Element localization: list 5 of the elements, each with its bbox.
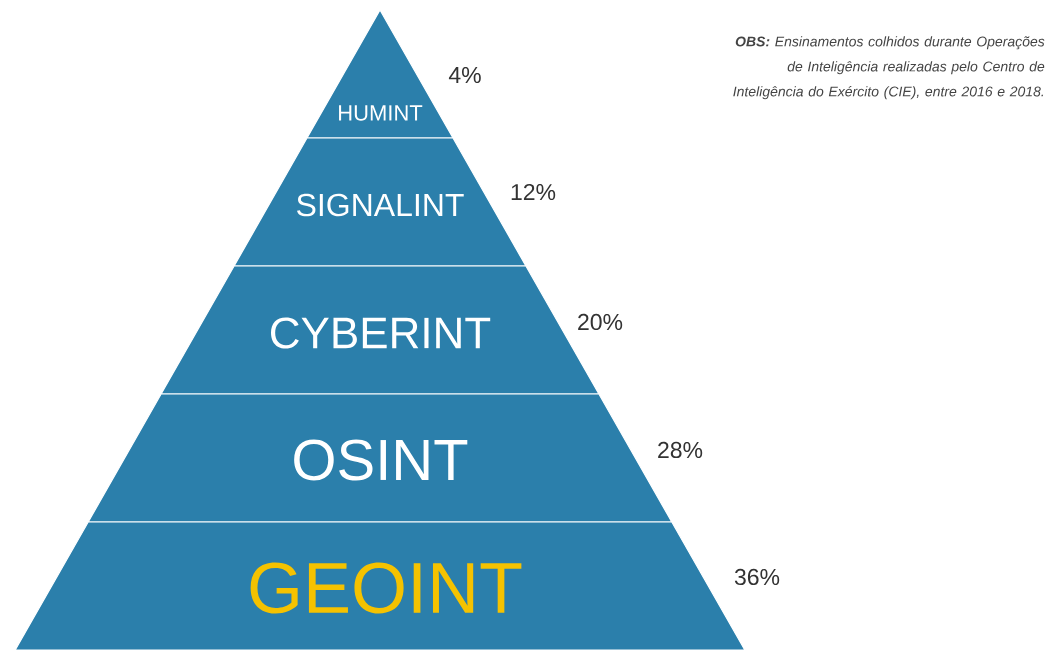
percentage-label: 28% xyxy=(658,441,703,459)
percentage-label: 12% xyxy=(511,183,556,201)
percentage-label: 20% xyxy=(578,313,623,331)
percentage-label: 36% xyxy=(734,568,780,586)
note-text: OBS: Ensinamentos colhidos durante Operações de Inteligência realizadas pelo Centro de Inteligência do Exército (CIE), entre 2016 e 2018. xyxy=(733,36,1045,100)
